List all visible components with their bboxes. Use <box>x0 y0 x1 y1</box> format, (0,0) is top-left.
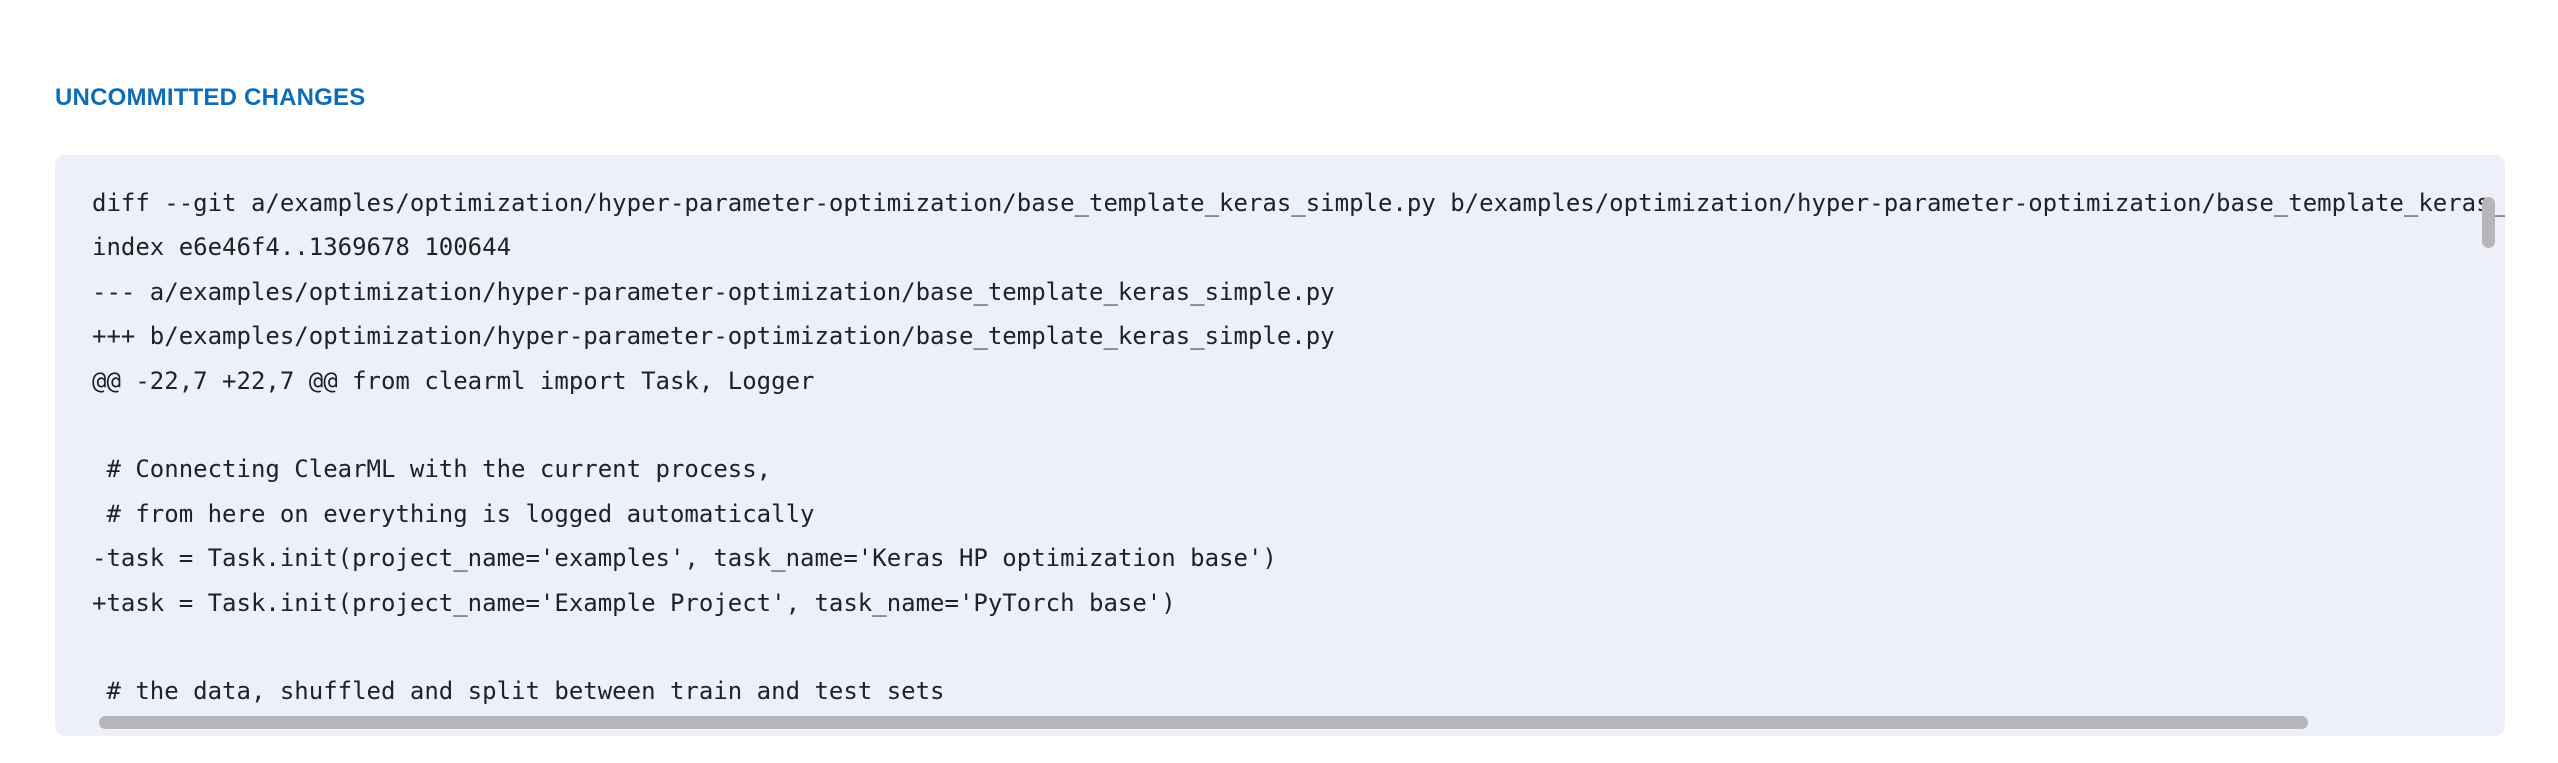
diff-line: # from here on everything is logged auto… <box>92 499 815 528</box>
diff-line <box>92 403 2505 447</box>
diff-line: --- a/examples/optimization/hyper-parame… <box>92 277 1335 306</box>
horizontal-scrollbar-thumb[interactable] <box>99 716 2308 729</box>
diff-line: # the data, shuffled and split between t… <box>92 677 945 706</box>
diff-panel[interactable]: diff --git a/examples/optimization/hyper… <box>55 155 2505 736</box>
diff-line: diff --git a/examples/optimization/hyper… <box>92 189 2505 217</box>
diff-code-block: diff --git a/examples/optimization/hyper… <box>55 155 2505 736</box>
vertical-scrollbar-thumb[interactable] <box>2482 197 2495 248</box>
diff-line: index e6e46f4..1369678 100644 <box>92 233 512 262</box>
diff-line: +++ b/examples/optimization/hyper-parame… <box>92 322 1335 351</box>
diff-line: +task = Task.init(project_name='Example … <box>92 588 1176 617</box>
diff-line: # Connecting ClearML with the current pr… <box>92 455 772 484</box>
diff-line: @@ -22,7 +22,7 @@ from clearml import Ta… <box>92 366 815 395</box>
diff-line: -task = Task.init(project_name='examples… <box>92 544 1277 573</box>
diff-line <box>92 625 2505 669</box>
section-title-uncommitted-changes: UNCOMMITTED CHANGES <box>55 84 366 111</box>
